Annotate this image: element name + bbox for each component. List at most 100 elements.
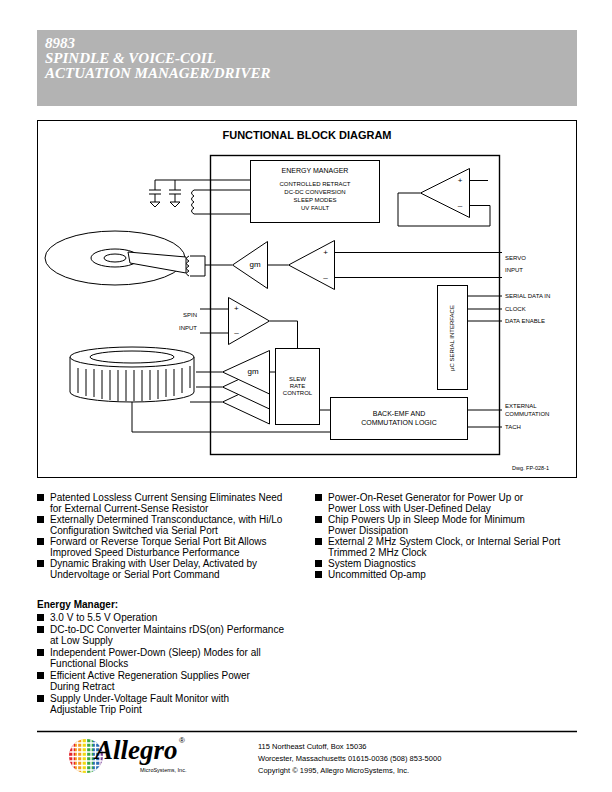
commutation-logic-box: BACK-EMF AND COMMUTATION LOGIC (330, 397, 468, 440)
box-label: DC-DC CONVERSION (284, 188, 345, 196)
feature-item: External 2 MHz System Clock, or Internal… (328, 536, 568, 558)
energy-components (149, 180, 250, 214)
box-label: CONTROLLED RETRACT (279, 180, 350, 188)
feature-item: Uncommitted Op-amp (328, 569, 568, 580)
diagram-title: FUNCTIONAL BLOCK DIAGRAM (37, 129, 577, 142)
box-label: SLEEP MODES (294, 196, 337, 204)
disk-illustration (187, 256, 190, 276)
footer-rule (37, 731, 577, 733)
box-label: BACK-EMF AND COMMUTATION LOGIC (353, 410, 445, 427)
symbol-label: + (458, 177, 463, 185)
op-amp-symbol: +– (420, 168, 470, 218)
pin-label: SPIN INPUT (179, 309, 197, 335)
energy-manager-box: ENERGY MANAGER CONTROLLED RETRACTDC-DC CO… (250, 160, 380, 223)
feature-item: Patented Lossless Current Sensing Elimin… (50, 492, 290, 514)
feature-item: Dynamic Braking with User Delay, Activat… (50, 558, 290, 580)
wire (468, 296, 502, 321)
feature-item: Forward or Reverse Torque Serial Port Bi… (50, 536, 290, 558)
box-label: ENERGY MANAGER (282, 167, 349, 175)
logo-wordmark: Allegro (95, 737, 178, 764)
bullet-square (37, 649, 44, 656)
symbol-label: gm (247, 368, 258, 376)
pin-label: EXTERNAL COMMUTATION (505, 402, 549, 418)
transconductance-amp: gm (222, 350, 270, 425)
shape-outline (222, 350, 270, 425)
bullet-square (37, 538, 44, 545)
pin-label: TACH (505, 424, 521, 431)
spindle-motor-illustration (78, 366, 190, 401)
feature-item: Independent Power-Down (Sleep) Modes for… (50, 647, 290, 669)
amplifier-triangle (223, 351, 270, 395)
disk-illustration (128, 252, 186, 273)
pin-label: SERVO INPUT (505, 252, 526, 276)
bullet-square (315, 571, 322, 578)
serial-interface-box: µC SERIAL INTERFACE (437, 285, 468, 390)
bullet-square (37, 516, 44, 523)
bullet-square (37, 494, 44, 501)
op-amp-symbol: +– (288, 240, 335, 290)
wire (200, 309, 228, 333)
pin-label: DATA ENABLE (505, 318, 545, 325)
bullet-square (315, 538, 322, 545)
spindle-motor-illustration (70, 347, 194, 402)
op-amp-symbol: +– (228, 297, 270, 345)
connector-line (268, 265, 288, 266)
energy-components (149, 180, 250, 202)
wire (468, 410, 502, 427)
symbol-label: – (323, 274, 327, 282)
box-label: UV FAULT (301, 204, 329, 212)
shape-outline (288, 240, 335, 290)
part-number: 8983 (45, 36, 75, 51)
spindle-motor-illustration (70, 347, 194, 367)
shape-outline (420, 168, 470, 218)
bullet-square (37, 560, 44, 567)
box-label: SLEW RATE CONTROL (283, 376, 312, 398)
amplifier-triangle (421, 169, 470, 218)
connector-line (270, 321, 298, 348)
bullet-square (37, 614, 44, 621)
bullet-square (315, 494, 322, 501)
registered-mark: ® (179, 737, 185, 745)
energy-components (150, 202, 180, 207)
symbol-label: gm (249, 261, 260, 269)
address-line: 115 Northeast Cutoff, Box 15036 (258, 742, 367, 751)
pin-label: CLOCK (505, 306, 526, 313)
wire (190, 256, 232, 276)
drawing-number: Dwg. FP-028-1 (512, 465, 549, 472)
bullet-square (37, 695, 44, 702)
feature-item: Power-On-Reset Generator for Power Up or… (328, 492, 540, 514)
diagram-frame (38, 121, 577, 478)
symbol-label: – (234, 329, 238, 337)
energy-components (194, 190, 250, 214)
feature-item: Chip Powers Up in Sleep Mode for Minimum… (328, 514, 540, 536)
disk-illustration (45, 231, 185, 285)
feature-item: DC-to-DC Converter Maintains rDS(on) Per… (50, 624, 290, 646)
part-title: SPINDLE & VOICE-COIL ACTUATION MANAGER/D… (45, 51, 285, 80)
symbol-label: + (323, 249, 328, 257)
feature-item: Supply Under-Voltage Fault Monitor with … (50, 693, 255, 715)
slew-rate-box: SLEW RATE CONTROL (275, 348, 320, 425)
bullet-square (37, 626, 44, 633)
bullet-square (37, 672, 44, 679)
symbol-label: – (458, 202, 462, 210)
symbol-label: + (234, 305, 239, 313)
wire (335, 253, 502, 278)
bullet-square (315, 516, 322, 523)
feature-item: 3.0 V to 5.5 V Operation (50, 612, 290, 623)
address-line: Worcester, Massachusetts 01615-0036 (508… (258, 754, 441, 763)
disk-illustration (45, 231, 189, 285)
box-label: µC SERIAL INTERFACE (449, 305, 456, 371)
address-line: Copyright © 1995, Allegro MicroSystems, … (258, 766, 409, 775)
logo-subtitle: MicroSystems, Inc. (140, 767, 186, 773)
amplifier-triangle (233, 242, 268, 289)
feature-item: Externally Determined Transconductance, … (50, 514, 290, 536)
amplifier-triangle (229, 298, 270, 345)
pin-label: SERIAL DATA IN (505, 293, 550, 300)
disk-illustration (104, 254, 126, 262)
amplifier-triangle (289, 241, 335, 290)
connector-line (320, 410, 330, 411)
feature-item: System Diagnostics (328, 558, 568, 569)
spindle-motor-illustration (90, 351, 174, 363)
chip-outline (211, 156, 500, 455)
